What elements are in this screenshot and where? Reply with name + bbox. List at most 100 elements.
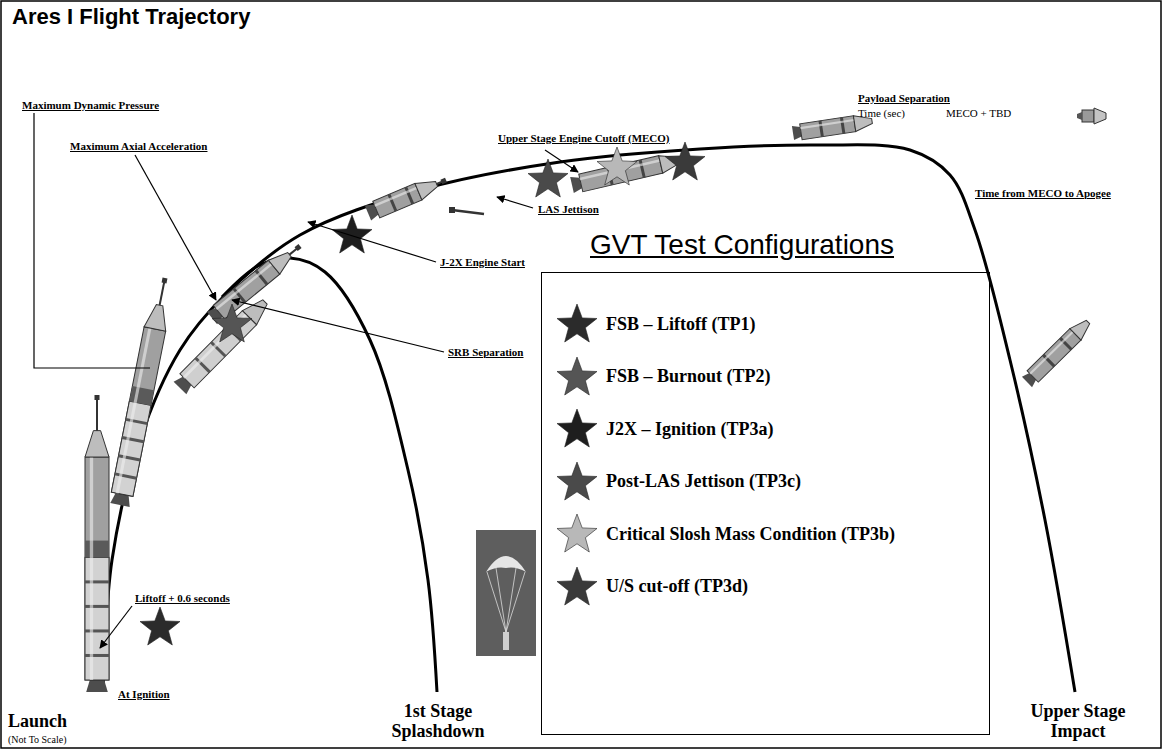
- figure-part: [840, 117, 845, 133]
- figure-part: [295, 244, 302, 251]
- figure-part: [213, 260, 280, 319]
- event-label: Maximum Axial Acceleration: [70, 140, 207, 152]
- figure-part: [116, 328, 152, 494]
- figure-part: [415, 176, 440, 200]
- capsule: [1077, 108, 1106, 124]
- test-point-star: [528, 159, 568, 197]
- upper-stage-trajectory: [103, 145, 1075, 692]
- test-point-star: [557, 567, 597, 605]
- figure-part: [440, 178, 447, 185]
- event-label: Payload Separation: [858, 92, 950, 104]
- figure-part: [1029, 331, 1073, 375]
- event-label: Liftoff + 0.6 seconds: [135, 592, 230, 604]
- legend-text: FSB – Burnout (TP2): [606, 366, 771, 387]
- leader-line: [135, 155, 216, 300]
- figure-part: [85, 457, 109, 680]
- test-point-star: [665, 142, 705, 180]
- legend-entry: U/S cut-off (TP3d): [554, 564, 748, 610]
- figure-part: [373, 183, 422, 217]
- leader-line: [545, 150, 578, 172]
- note-label: Time (sec): [858, 107, 905, 119]
- legend-box: FSB – Liftoff (TP1) FSB – Burnout (TP2) J2…: [541, 272, 990, 735]
- phase-label: Launch: [8, 712, 67, 732]
- test-point-star: [332, 215, 372, 253]
- figure-part: [125, 418, 147, 425]
- rocket-figure: [1021, 316, 1093, 387]
- legend-star: [554, 564, 600, 610]
- figure-part: [86, 680, 108, 692]
- test-point-star: [212, 304, 252, 342]
- figure-part: [85, 654, 109, 657]
- legend-star: [554, 511, 600, 557]
- phase-label: Upper Stage Impact: [1012, 702, 1144, 742]
- figure-part: [129, 386, 154, 405]
- figure-part: [162, 278, 168, 284]
- event-label: Time from MECO to Apogee: [975, 187, 1111, 199]
- figure-part: [639, 160, 646, 178]
- figure-part: [503, 632, 509, 650]
- test-point-star: [557, 462, 597, 500]
- figure-part: [268, 248, 295, 274]
- figure-part: [800, 116, 856, 140]
- rocket-figure: [109, 276, 176, 507]
- legend-entry: Critical Slosh Mass Condition (TP3b): [554, 511, 895, 557]
- figure-part: [111, 327, 165, 497]
- legend-star: [554, 354, 600, 400]
- legend-text: J2X – Ignition (TP3a): [606, 419, 774, 440]
- title: Ares I Flight Trajectory: [12, 5, 250, 29]
- test-point-star: [597, 147, 637, 185]
- figure-part: [1070, 316, 1094, 340]
- event-label: SRB Separation: [448, 346, 524, 358]
- event-label: At Ignition: [118, 688, 170, 700]
- figure-part: [487, 568, 525, 632]
- figure-part: [85, 605, 109, 608]
- legend-text: FSB – Liftoff (TP1): [606, 314, 755, 335]
- figure-part: [85, 541, 109, 558]
- rocket-figure: [364, 172, 449, 222]
- figure-part: [115, 472, 137, 479]
- test-point-star: [557, 304, 597, 342]
- figure-part: [122, 436, 144, 443]
- note-label: (Not To Scale): [8, 734, 67, 745]
- legend-text: U/S cut-off (TP3d): [606, 576, 748, 597]
- event-label: Upper Stage Engine Cutoff (MECO): [498, 132, 670, 144]
- legend-entry: J2X – Ignition (TP3a): [554, 406, 774, 452]
- event-label: LAS Jettison: [538, 203, 599, 215]
- legend-entry: FSB – Liftoff (TP1): [554, 301, 755, 347]
- figure-part: [1077, 112, 1082, 120]
- parachute-photo: [476, 530, 536, 656]
- figure-part: [85, 557, 109, 680]
- phase-label: 1st Stage Splashdown: [372, 702, 504, 742]
- figure-part: [160, 281, 165, 305]
- event-label: J-2X Engine Start: [440, 256, 525, 268]
- rocket-figure: [85, 395, 109, 692]
- rocket-figure: [206, 239, 305, 325]
- leader-line: [232, 300, 444, 352]
- figure-part: [476, 530, 536, 656]
- figure-part: [1027, 329, 1081, 382]
- legend-text: Critical Slosh Mass Condition (TP3b): [606, 524, 895, 545]
- test-point-star: [557, 357, 597, 395]
- legend-text: Post-LAS Jettison (TP3c): [606, 471, 801, 492]
- figure-part: [96, 398, 98, 431]
- figure-part: [95, 395, 100, 400]
- legend-star: [554, 459, 600, 505]
- test-point-star: [557, 409, 597, 447]
- legend-entry: FSB – Burnout (TP2): [554, 354, 771, 400]
- figure-part: [85, 580, 109, 583]
- test-point-star: [557, 514, 597, 552]
- figure-part: [118, 454, 140, 461]
- legend-entry: Post-LAS Jettison (TP3c): [554, 459, 801, 505]
- test-point-star: [140, 607, 180, 645]
- figure-part: [144, 303, 170, 331]
- figure-part: [486, 556, 526, 572]
- figure-part: [800, 119, 854, 129]
- note-label: MECO + TBD: [946, 107, 1011, 119]
- legend-heading: GVT Test Configurations: [590, 230, 894, 261]
- legend-star: [554, 301, 600, 347]
- figure-part: [374, 187, 417, 207]
- event-label: Maximum Dynamic Pressure: [22, 99, 159, 111]
- leader-line: [100, 606, 132, 648]
